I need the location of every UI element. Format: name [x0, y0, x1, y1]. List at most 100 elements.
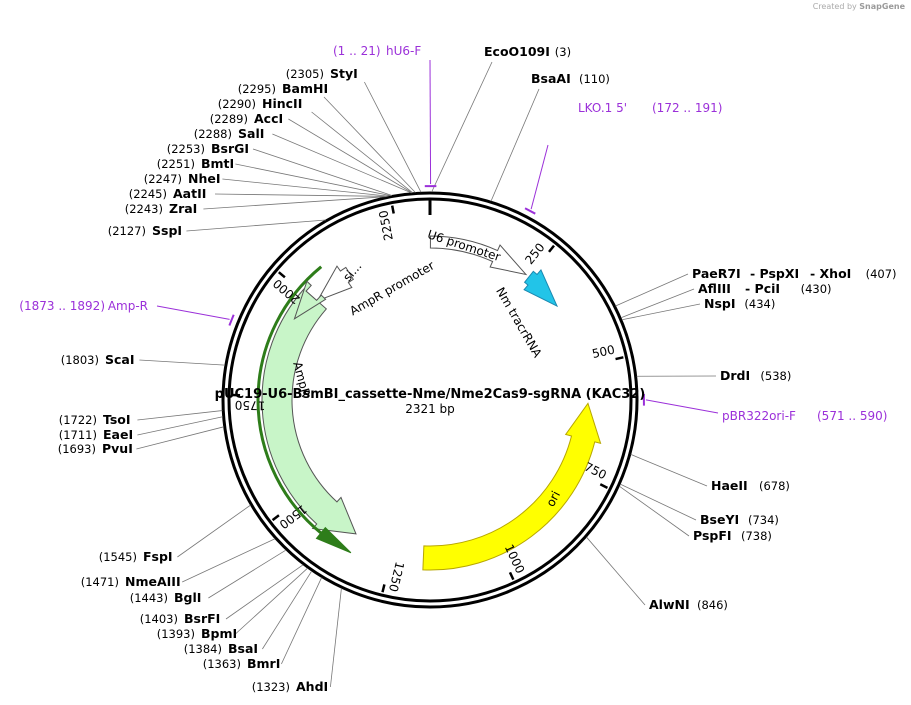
- site-acci[interactable]: AccI(2289): [210, 111, 283, 126]
- site-name: AccI: [254, 111, 283, 126]
- site-bgli[interactable]: BglI(1443): [130, 590, 202, 605]
- site-name: PspFI: [693, 528, 732, 543]
- site-nspi[interactable]: NspI(434): [704, 296, 775, 311]
- site-leader-bpmi: [235, 567, 308, 635]
- site-name: BmrI: [247, 656, 280, 671]
- site-aatii[interactable]: AatII(2245): [129, 186, 207, 201]
- feature-ori-arrow[interactable]: [422, 402, 602, 571]
- site-position: (538): [760, 369, 791, 383]
- site-position: (430): [801, 282, 832, 296]
- site-ahdi[interactable]: AhdI(1323): [252, 679, 328, 694]
- site-leader-ahdi: [330, 588, 342, 688]
- site-hincii[interactable]: HincII (2290): [218, 96, 303, 111]
- site-leader-nspi: [621, 303, 701, 321]
- site-position: (110): [579, 72, 610, 86]
- site-position: (407): [866, 267, 897, 281]
- site-pspfi[interactable]: PspFI(738): [693, 528, 772, 543]
- site-pcii[interactable]: - PciI(430): [745, 281, 832, 296]
- tick-label-750: 750: [582, 460, 609, 483]
- site-leader-pvui: [136, 426, 224, 450]
- site-styi[interactable]: StyI(2305): [286, 66, 358, 81]
- site-leader-bsaai: [490, 88, 540, 202]
- feature-nm-tracrrna-arrow[interactable]: [523, 268, 559, 308]
- site-name: DrdI: [720, 368, 750, 383]
- site-leader-hincii: [311, 111, 413, 194]
- site-fspi[interactable]: FspI(1545): [99, 549, 173, 564]
- site-name: SalI: [238, 126, 264, 141]
- site-xhoi[interactable]: - XhoI(407): [810, 266, 897, 281]
- feature-si-arrow[interactable]: [293, 280, 327, 321]
- site-position: (2288): [194, 127, 232, 141]
- site-zrai[interactable]: ZraI(2243): [125, 201, 198, 216]
- site-sspi[interactable]: SspI (2127): [108, 223, 182, 238]
- site-bmri[interactable]: BmrI (1363): [203, 656, 281, 671]
- site-name: AflIII: [698, 281, 731, 296]
- site-afliii[interactable]: AflIII: [698, 281, 731, 296]
- primer-lko-1-5[interactable]: (172 .. 191)LKO.1 5': [524, 101, 722, 215]
- site-position: (2290): [218, 97, 256, 111]
- primer-pbr322ori-f[interactable]: (571 .. 590)pBR322ori-F: [642, 394, 888, 423]
- backbone-outer-circle: [221, 191, 639, 609]
- site-leader-nhei: [222, 178, 389, 197]
- site-position: (2245): [129, 187, 167, 201]
- tick-label-1000: 1000: [502, 542, 528, 576]
- site-bsrgi[interactable]: BsrGI(2253): [167, 141, 249, 156]
- site-leader-ecoo109i: [431, 61, 493, 193]
- primer-hu6-f[interactable]: (1 .. 21)hU6-F: [333, 44, 437, 188]
- site-tsoi[interactable]: TsoI(1722): [59, 412, 131, 427]
- feature-ampr-promoter-arrow[interactable]: [316, 265, 355, 302]
- site-ecoo109i[interactable]: EcoO109I(3): [484, 44, 571, 59]
- site-bseyi[interactable]: BseYI(734): [700, 512, 779, 527]
- site-name: NspI: [704, 296, 736, 311]
- site-name: BpmI: [201, 626, 237, 641]
- credit-prefix: Created by: [812, 2, 857, 11]
- site-haeii[interactable]: HaeII(678): [711, 478, 790, 493]
- site-scai[interactable]: ScaI (1803): [61, 352, 135, 367]
- site-alwni[interactable]: AlwNI(846): [649, 597, 728, 612]
- site-position: (734): [748, 513, 779, 527]
- feature-ampr-arrow[interactable]: [261, 288, 357, 535]
- site-name: BsaAI: [531, 71, 571, 86]
- site-leader-tsoi: [137, 410, 223, 421]
- site-nmeaiii[interactable]: NmeAIII(1471): [81, 574, 181, 589]
- site-position: (1363): [203, 657, 241, 671]
- site-name: TsoI: [103, 412, 131, 427]
- site-position: (2127): [108, 224, 146, 238]
- site-name: HincII: [262, 96, 302, 111]
- site-bsaai[interactable]: BsaAI (110): [531, 71, 610, 86]
- site-position: (1803): [61, 353, 99, 367]
- site-leader-sspi: [186, 219, 326, 232]
- site-name: SspI: [152, 223, 182, 238]
- site-pspxi[interactable]: - PspXI: [750, 266, 799, 281]
- site-name: ScaI: [105, 352, 135, 367]
- site-name: - PspXI: [750, 266, 799, 281]
- site-nhei[interactable]: NheI (2247): [144, 171, 221, 186]
- site-name: HaeII: [711, 478, 748, 493]
- site-leader-bseyi: [620, 483, 697, 521]
- feature-u6-promoter-arrow[interactable]: [429, 235, 528, 276]
- tick-label-1250: 1250: [386, 560, 407, 593]
- credit-brand: SnapGene: [859, 2, 905, 11]
- primer-name: Amp-R: [108, 299, 148, 313]
- primer-amp-r[interactable]: Amp-R(1873 .. 1892): [19, 299, 235, 326]
- site-leader-zrai: [203, 196, 387, 210]
- backbone: [221, 191, 639, 609]
- tick-mark-1250: [381, 584, 386, 593]
- site-name: NheI: [188, 171, 221, 186]
- site-position: (2247): [144, 172, 182, 186]
- site-position: (2251): [157, 157, 195, 171]
- site-bpmi[interactable]: BpmI (1393): [157, 626, 237, 641]
- site-leader-acci: [288, 118, 413, 194]
- site-bmti[interactable]: BmtI(2251): [157, 156, 234, 171]
- site-bamhi[interactable]: BamHI(2295): [238, 81, 328, 96]
- site-bsai[interactable]: BsaI(1384): [184, 641, 258, 656]
- site-bsrfi[interactable]: BsrFI(1403): [140, 611, 221, 626]
- site-eaei[interactable]: EaeI(1711): [59, 427, 133, 442]
- site-pvui[interactable]: PvuI(1693): [58, 441, 133, 456]
- site-position: (1393): [157, 627, 195, 641]
- primer-range: (571 .. 590): [817, 409, 887, 423]
- site-drdi[interactable]: DrdI (538): [720, 368, 791, 383]
- site-position: (1711): [59, 428, 97, 442]
- site-paer7i[interactable]: PaeR7I: [692, 266, 741, 281]
- site-sali[interactable]: SalI (2288): [194, 126, 265, 141]
